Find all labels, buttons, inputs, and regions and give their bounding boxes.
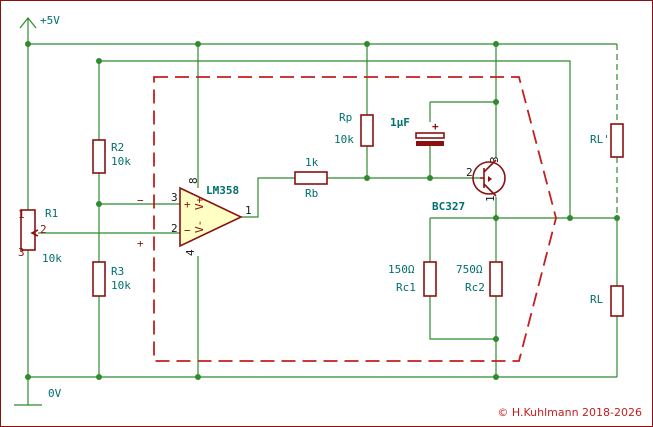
r1-pin3: 3 (18, 246, 25, 259)
r3-ref: R3 (111, 265, 124, 278)
potentiometer-r1: 1 2 3 R1 10k (18, 207, 62, 265)
rb-value: 1k (305, 156, 319, 169)
r3-value: 10k (111, 279, 131, 292)
junction-dots (25, 41, 620, 380)
opamp-vplus-label: V+ (193, 196, 206, 210)
rp-value: 10k (334, 133, 354, 146)
capacitor-1uf: + 1µF (390, 116, 445, 146)
capacitor-value: 1µF (390, 116, 410, 129)
resistor-r3: R3 10k (92, 261, 131, 297)
rc2-value: 750Ω (456, 263, 483, 276)
transistor-pin-b: 2 (466, 166, 473, 179)
r2-ref: R2 (111, 141, 124, 154)
rail-vcc-label: +5V (40, 14, 60, 27)
rc1-value: 150Ω (388, 263, 415, 276)
transistor-name: BC327 (432, 200, 465, 213)
rp-ref: Rp (339, 111, 352, 124)
transistor-bc327: 2 3 1 BC327 (432, 156, 506, 213)
r1-pin2: 2 (40, 223, 47, 236)
opamp-lm358: 3 2 1 8 4 + − V+ V- LM358 (171, 177, 252, 256)
opamp-pin-2: 2 (171, 222, 178, 235)
transistor-pin-e: 3 (488, 156, 501, 163)
opamp-pin-4: 4 (184, 249, 197, 256)
rl-prime-ref: RL' (590, 133, 610, 146)
plus-marker: + (137, 237, 144, 250)
transistor-pin-c: 1 (484, 195, 497, 202)
opamp-pin-8: 8 (187, 177, 200, 184)
opamp-minus-sign: − (184, 224, 191, 237)
r1-value: 10k (42, 252, 62, 265)
rl-ref: RL (590, 293, 604, 306)
opamp-name: LM358 (206, 184, 239, 197)
opamp-plus-sign: + (184, 198, 191, 211)
r1-pin1: 1 (18, 208, 25, 221)
rc2-ref: Rc2 (465, 281, 485, 294)
resistor-rb: 1k Rb (294, 156, 328, 200)
opamp-pin-1: 1 (245, 204, 252, 217)
copyright-notice: © H.Kuhlmann 2018-2026 (497, 406, 642, 419)
wires (14, 17, 618, 406)
current-source-boundary (153, 76, 557, 362)
rc1-ref: Rc1 (396, 281, 416, 294)
r2-value: 10k (111, 155, 131, 168)
resistor-rc2: 750Ω Rc2 (456, 261, 503, 297)
capacitor-polarity: + (432, 120, 439, 133)
rail-gnd-label: 0V (48, 387, 62, 400)
minus-marker: − (137, 194, 144, 207)
resistor-r2: R2 10k (92, 139, 131, 174)
opamp-pin-3: 3 (171, 191, 178, 204)
opamp-vminus-label: V- (193, 220, 206, 233)
rb-ref: Rb (305, 187, 318, 200)
resistor-rl-prime: RL' (590, 123, 624, 158)
resistor-rl: RL (590, 285, 624, 317)
resistor-rc1: 150Ω Rc1 (388, 261, 437, 297)
r1-ref: R1 (45, 207, 58, 220)
resistor-rp: Rp 10k (334, 111, 374, 147)
